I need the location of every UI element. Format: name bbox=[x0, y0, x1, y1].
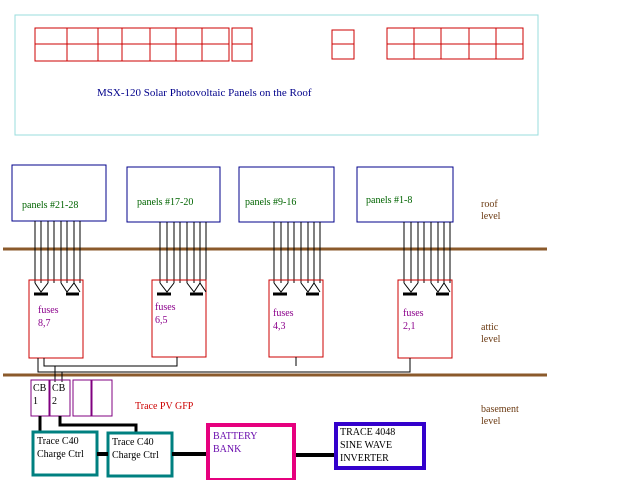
fuse-box-1 bbox=[28, 279, 84, 359]
panel-label-2: panels #17-20 bbox=[137, 197, 194, 208]
fuse-label-4: fuses bbox=[403, 308, 424, 319]
panel-label-1: panels #21-28 bbox=[22, 200, 79, 211]
breaker-cb1-label: CB bbox=[33, 383, 47, 394]
panel-box-3 bbox=[238, 166, 335, 223]
breaker-cb2-label: CB bbox=[52, 383, 66, 394]
dc-bus-wires bbox=[97, 452, 336, 457]
breaker-to-ctrl-wires bbox=[38, 416, 138, 432]
fuse-box-2 bbox=[151, 279, 207, 358]
inverter-line2: SINE WAVE bbox=[340, 440, 393, 451]
fuse-ids-1: 8,7 bbox=[38, 318, 51, 329]
fuse-label-1: fuses bbox=[38, 305, 59, 316]
roof-frame bbox=[14, 14, 539, 136]
charge-ctrl-2-line1: Trace C40 bbox=[112, 437, 154, 448]
panel-box-4 bbox=[356, 166, 454, 223]
charge-ctrl-2-line2: Charge Ctrl bbox=[112, 450, 159, 461]
gfp-box-2 bbox=[91, 379, 113, 417]
panel-label-4: panels #1-8 bbox=[366, 195, 413, 206]
battery-bank-box bbox=[206, 423, 296, 480]
fuse-ids-2: 6,5 bbox=[155, 315, 168, 326]
battery-line2: BANK bbox=[213, 444, 242, 455]
bus-wires bbox=[37, 357, 411, 382]
inverter-line1: TRACE 4048 bbox=[340, 427, 396, 438]
roof-array-left bbox=[34, 27, 230, 62]
fuse-ids-4: 2,1 bbox=[403, 321, 416, 332]
fuse-leads bbox=[34, 282, 451, 293]
inverter-box bbox=[334, 422, 426, 470]
roof-array-small-left bbox=[231, 27, 253, 62]
panel-wires bbox=[34, 221, 451, 283]
attic-level-label: attic level bbox=[481, 322, 501, 345]
breaker-cb2-num: 2 bbox=[52, 396, 57, 407]
fuse-box-4 bbox=[397, 279, 453, 359]
charge-ctrl-1-line1: Trace C40 bbox=[37, 436, 79, 447]
panel-label-3: panels #9-16 bbox=[245, 197, 297, 208]
panel-box-1 bbox=[11, 164, 107, 222]
basement-level-label: basement level bbox=[481, 404, 519, 427]
gfp-label: Trace PV GFP bbox=[135, 401, 194, 412]
inverter-line3: INVERTER bbox=[340, 453, 389, 464]
fuse-label-3: fuses bbox=[273, 308, 294, 319]
battery-line1: BATTERY bbox=[213, 431, 258, 442]
fuse-label-2: fuses bbox=[155, 302, 176, 313]
panel-box-2 bbox=[126, 166, 221, 223]
fuse-ids-3: 4,3 bbox=[273, 321, 286, 332]
diagram-title: MSX-120 Solar Photovoltaic Panels on the… bbox=[97, 87, 312, 99]
roof-level-label: roof level bbox=[481, 199, 501, 222]
charge-ctrl-1-line2: Charge Ctrl bbox=[37, 449, 84, 460]
roof-array-right bbox=[386, 27, 524, 60]
gfp-box-1 bbox=[72, 379, 92, 417]
roof-array-small-center bbox=[331, 29, 355, 60]
breaker-cb1-num: 1 bbox=[33, 396, 38, 407]
